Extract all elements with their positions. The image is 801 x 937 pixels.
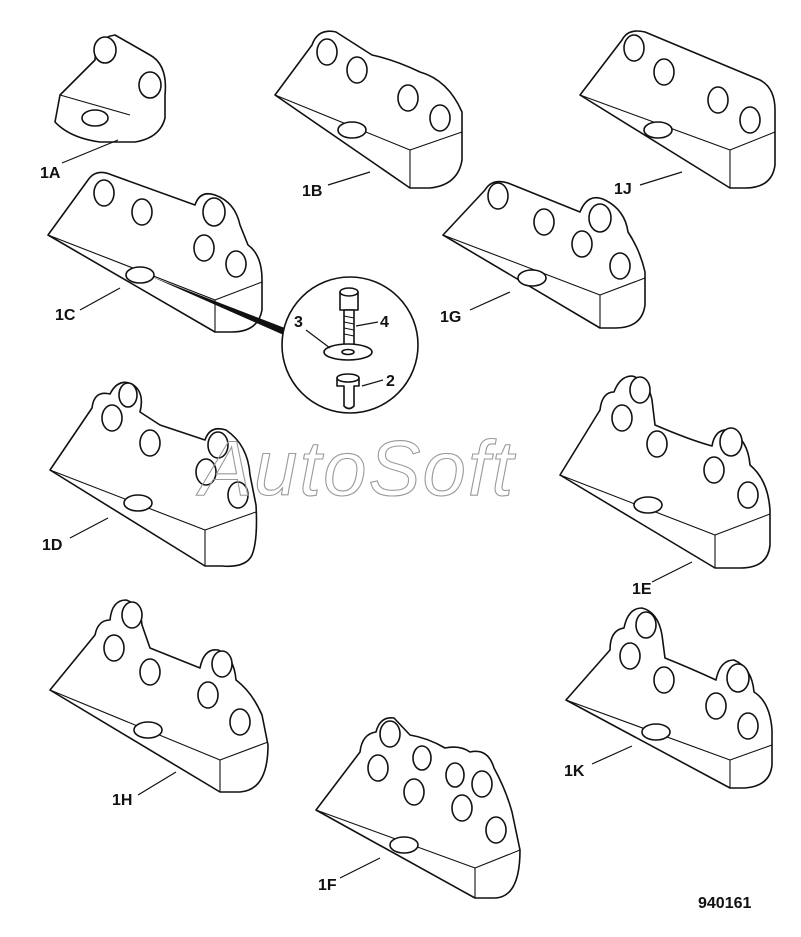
callout-1d: 1D	[42, 537, 62, 554]
fastener-detail	[281, 276, 419, 414]
callout-4: 4	[380, 314, 389, 331]
leader-1a	[61, 139, 119, 164]
screw-4	[339, 287, 359, 351]
bracket-1k	[565, 607, 773, 789]
leader-1e	[651, 561, 693, 583]
leader-1b	[327, 171, 371, 186]
washer-3	[323, 343, 373, 361]
callout-1f: 1F	[318, 877, 337, 894]
bracket-1c	[47, 171, 263, 333]
callout-1k: 1K	[564, 763, 585, 780]
detail-wedge	[150, 276, 290, 336]
leader-1c	[79, 287, 121, 311]
leader-1f	[339, 857, 381, 879]
bracket-1j	[579, 30, 776, 189]
callout-1h: 1H	[112, 792, 132, 809]
callout-1b: 1B	[302, 183, 322, 200]
leader-1j	[639, 171, 683, 186]
callout-1g: 1G	[440, 309, 461, 326]
callout-1j: 1J	[614, 181, 632, 198]
callout-1c: 1C	[55, 307, 76, 324]
spacer-2	[336, 373, 360, 410]
leader-1k	[591, 745, 633, 765]
leader-3	[305, 329, 331, 349]
leader-2	[361, 379, 384, 387]
bracket-1d	[49, 381, 258, 568]
callout-3: 3	[294, 314, 303, 331]
bracket-1h	[49, 599, 269, 793]
callout-2: 2	[386, 373, 395, 390]
bracket-1g	[442, 180, 646, 329]
leader-1h	[137, 771, 177, 796]
leader-4	[355, 321, 379, 327]
callout-1a: 1A	[40, 165, 61, 182]
leader-1g	[469, 291, 511, 311]
bracket-1a	[54, 34, 167, 143]
bracket-1f	[315, 716, 521, 899]
bracket-1e	[559, 375, 771, 569]
bracket-1b	[274, 30, 463, 189]
callout-1e: 1E	[632, 581, 652, 598]
figure-number: 940161	[698, 895, 751, 912]
watermark-text: AutoSoft	[196, 424, 517, 512]
leader-1d	[69, 517, 109, 539]
